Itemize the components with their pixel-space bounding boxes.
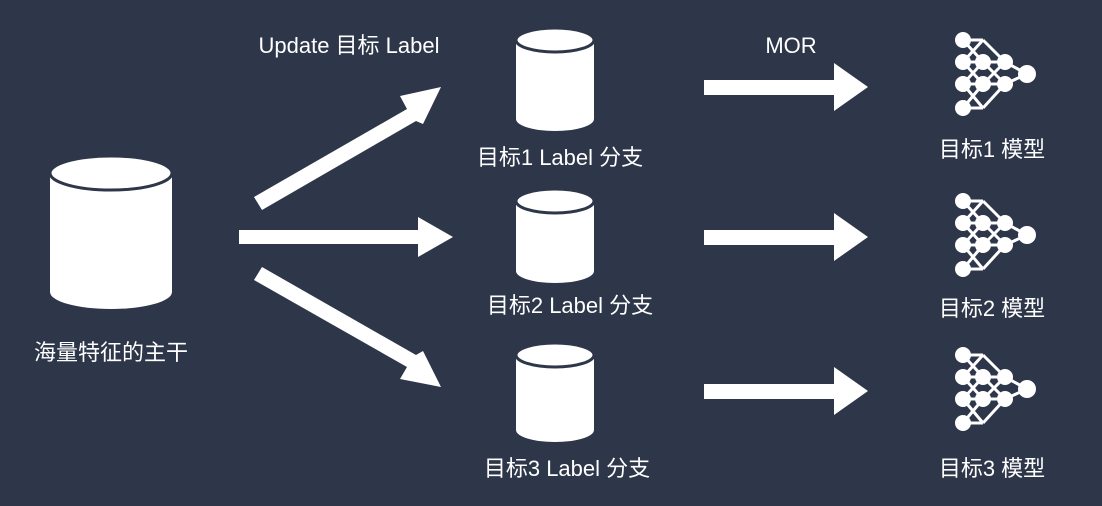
arrow-backbone-to-branch-2 (239, 217, 453, 257)
model-1-label: 目标1 模型 (938, 137, 1046, 162)
branch-3-cylinder-icon (514, 341, 596, 442)
model-3-neural-network-icon (953, 345, 1038, 433)
arrow-backbone-to-branch-3 (254, 267, 441, 387)
arrow-branch-1-to-model-1 (704, 63, 868, 111)
backbone-label: 海量特征的主干 (33, 340, 189, 365)
branch-2-cylinder-icon (514, 187, 596, 283)
model-3-label: 目标3 模型 (938, 456, 1046, 481)
arrow-branch-2-to-model-2 (704, 213, 868, 261)
branch-3-label: 目标3 Label 分支 (483, 456, 651, 481)
update-label: Update 目标 Label (258, 33, 440, 58)
branch-1-cylinder-icon (514, 26, 596, 131)
model-2-neural-network-icon (953, 191, 1038, 279)
arrow-backbone-to-branch-1 (254, 87, 441, 210)
branch-1-label: 目标1 Label 分支 (476, 145, 644, 170)
model-2-label: 目标2 模型 (938, 296, 1046, 321)
mor-label: MOR (765, 33, 817, 58)
model-1-neural-network-icon (953, 30, 1038, 118)
branch-2-label: 目标2 Label 分支 (486, 293, 654, 318)
arrow-branch-3-to-model-3 (704, 367, 868, 415)
backbone-cylinder-icon (48, 154, 174, 309)
